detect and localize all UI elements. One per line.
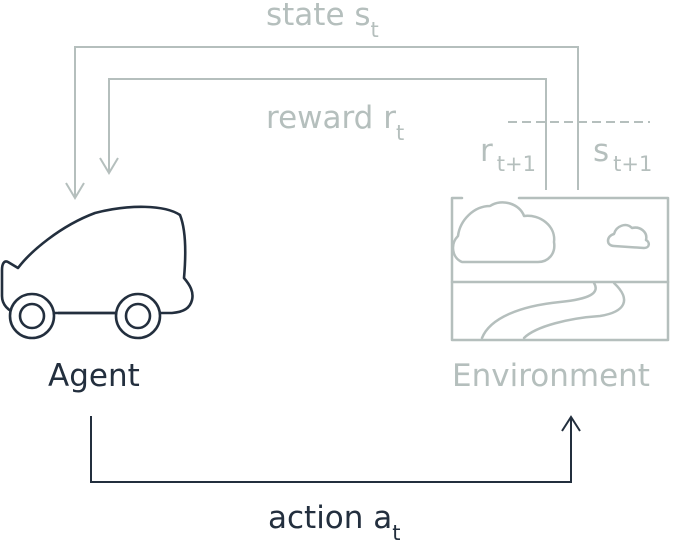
agent-label: Agent	[48, 358, 140, 394]
action-arrow	[90, 415, 581, 483]
state-label-text: state s	[266, 0, 371, 33]
next-state-label-subscript: t+1	[613, 152, 653, 176]
reward-label: reward rt	[266, 100, 404, 144]
car-icon	[0, 205, 194, 340]
environment-label: Environment	[452, 358, 650, 394]
state-arrow	[65, 46, 579, 200]
reward-arrow	[99, 78, 547, 190]
landscape-icon	[450, 196, 670, 342]
next-reward-label-subscript: t+1	[496, 152, 536, 176]
state-label: state st	[266, 0, 379, 41]
action-label: action at	[268, 500, 401, 544]
state-label-subscript: t	[370, 18, 379, 42]
reward-label-subscript: t	[395, 121, 405, 145]
next-state-label-text: s	[593, 133, 610, 169]
action-label-subscript: t	[392, 521, 401, 545]
action-label-text: action a	[268, 500, 393, 536]
reward-label-text: reward r	[266, 100, 396, 136]
next-reward-label-text: r	[480, 133, 493, 169]
